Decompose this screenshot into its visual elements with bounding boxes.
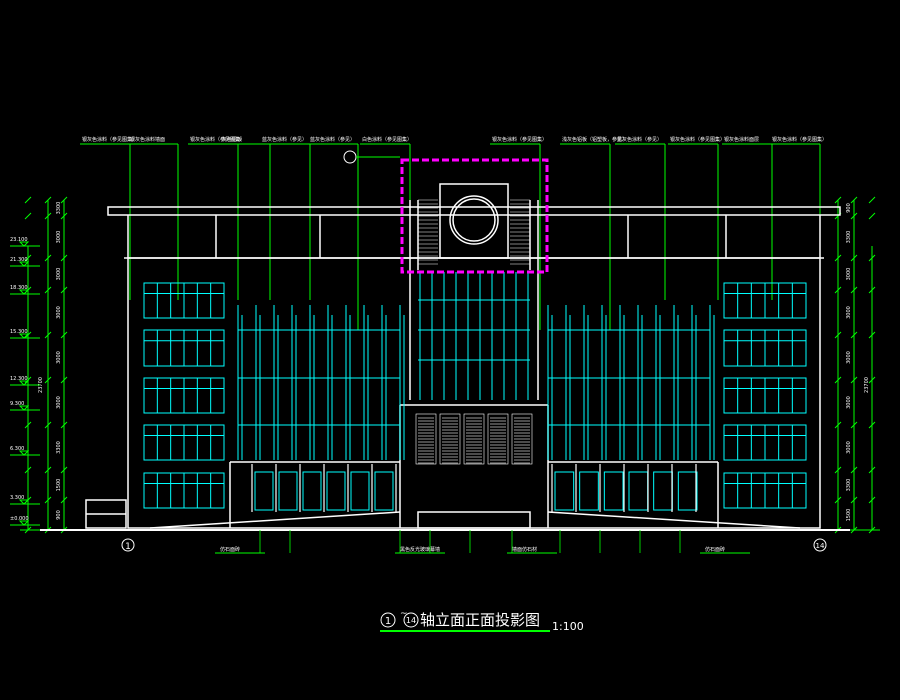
drawing-scale: 1:100 xyxy=(552,620,584,633)
axis-bubble-right: 14 xyxy=(813,538,827,552)
level-mark-4: 12.300 xyxy=(10,376,40,386)
callout-0: 银灰色涂料（参见图集） xyxy=(80,136,137,300)
dim-left-4: 3000 xyxy=(56,351,62,364)
callout-3: 灰色铝板 xyxy=(220,136,271,300)
level-mark-3: 15.300 xyxy=(10,329,40,339)
level-marks: 23.100 21.300 18.300 15.300 12.300 9.300 6.300… xyxy=(10,237,40,526)
callout-text-8: 浅灰色铝板（铝塑板，参见） xyxy=(562,136,627,143)
material-callouts: 银灰色涂料（参见图集）银灰色涂料墙面银灰色涂料（参见图集）灰色铝板蓝灰色涂料（参… xyxy=(80,136,827,330)
callout-text-0: 银灰色涂料（参见图集） xyxy=(82,136,137,143)
dim-left-2: 3000 xyxy=(56,268,62,281)
callout-text-5: 蓝灰色涂料（参见） xyxy=(310,136,355,143)
dim-total-right: 23700 xyxy=(864,377,870,393)
entrance-door-panels xyxy=(415,413,533,465)
dim-right-0: 900 xyxy=(846,203,852,213)
svg-text:~: ~ xyxy=(400,609,408,619)
dim-right-7: 3300 xyxy=(846,479,852,492)
level-text-1: 21.300 xyxy=(10,257,28,263)
callout-7: 银灰色涂料（参见图集） xyxy=(490,136,547,330)
section-symbol xyxy=(343,150,400,164)
level-text-4: 12.300 xyxy=(10,376,28,382)
level-mark-8: ±0.000 xyxy=(10,516,40,526)
callout-text-1: 银灰色涂料墙面 xyxy=(130,136,165,143)
level-mark-2: 18.300 xyxy=(10,285,40,295)
level-text-8: ±0.000 xyxy=(10,516,29,522)
drawing-title: 1 ~ 14 轴立面正面投影图 1:100 xyxy=(380,609,584,633)
title-axis-start: 1 xyxy=(385,616,391,627)
dim-right-6: 3000 xyxy=(846,441,852,454)
dim-right-4: 3000 xyxy=(846,351,852,364)
dim-right-8: 1500 xyxy=(846,509,852,522)
callout-4: 蓝灰色涂料（参见） xyxy=(260,136,311,300)
title-text: 轴立面正面投影图 xyxy=(420,611,540,629)
bottom-note-text-3: 仿石面砖 xyxy=(705,546,725,553)
callout-11: 银灰色涂料面层 xyxy=(722,136,773,300)
level-text-2: 18.300 xyxy=(10,285,28,291)
level-text-7: 3.300 xyxy=(10,495,24,501)
callout-6: 白色涂料（参见图集） xyxy=(360,136,412,330)
level-text-0: 23.100 xyxy=(10,237,28,243)
dim-right-5: 3000 xyxy=(846,396,852,409)
callout-9: 蓝灰色涂料（参见） xyxy=(615,136,666,300)
callout-text-7: 银灰色涂料（参见图集） xyxy=(492,136,547,143)
dim-right-1: 3300 xyxy=(846,231,852,244)
bottom-note-2: 墙面仿石材 xyxy=(507,546,557,554)
level-mark-6: 6.300 xyxy=(10,446,40,456)
dim-right-3: 3000 xyxy=(846,306,852,319)
dimension-texts: 3300 3000 3000 3000 3000 3000 3300 1500 900 900 33… xyxy=(38,202,870,522)
callout-text-4: 蓝灰色涂料（参见） xyxy=(262,136,307,143)
level-mark-1: 21.300 xyxy=(10,257,40,267)
callout-text-11: 银灰色涂料面层 xyxy=(724,136,759,143)
callout-10: 银灰色涂料（参见图集） xyxy=(668,136,725,300)
title-axis-end: 14 xyxy=(406,616,416,625)
level-text-6: 6.300 xyxy=(10,446,24,452)
dim-left-7: 1500 xyxy=(56,479,62,492)
podium-columns xyxy=(251,464,697,512)
level-mark-7: 3.300 xyxy=(10,495,40,505)
bottom-note-3: 仿石面砖 xyxy=(700,546,750,554)
level-text-5: 9.300 xyxy=(10,401,24,407)
dim-left-3: 3000 xyxy=(56,306,62,319)
dim-right-2: 3000 xyxy=(846,268,852,281)
level-text-3: 15.300 xyxy=(10,329,28,335)
callout-text-6: 白色涂料（参见图集） xyxy=(362,136,412,143)
dim-left-1: 3000 xyxy=(56,231,62,244)
callout-text-2: 银灰色涂料（参见图集） xyxy=(190,136,245,143)
callout-5: 蓝灰色涂料（参见） xyxy=(308,136,359,330)
curtain-wall-glazing xyxy=(143,272,807,511)
bottom-note-1: 黑色反光玻璃幕墙 xyxy=(395,546,445,554)
callout-text-10: 银灰色涂料（参见图集） xyxy=(670,136,725,143)
bottom-notes: 仿石面砖 黑色反光玻璃幕墙 墙面仿石材 仿石面砖 xyxy=(215,530,750,554)
callout-text-9: 蓝灰色涂料（参见） xyxy=(617,136,662,143)
highlight-frame xyxy=(400,158,549,274)
dim-left-6: 3300 xyxy=(56,441,62,454)
axis-label-left: 1 xyxy=(125,542,131,552)
callout-8: 浅灰色铝板（铝塑板，参见） xyxy=(560,136,627,330)
callout-text-3: 灰色铝板 xyxy=(222,136,242,143)
callout-12: 银灰色涂料（参见图集） xyxy=(770,136,827,300)
level-mark-0: 23.100 xyxy=(10,237,40,247)
axis-bubble-left: 1 xyxy=(121,538,135,552)
left-dimension-chain xyxy=(20,200,128,531)
bottom-note-text-1: 黑色反光玻璃幕墙 xyxy=(400,546,440,553)
bottom-note-0: 仿石面砖 xyxy=(215,546,265,554)
dim-left-8: 900 xyxy=(56,510,62,520)
tower-louvers xyxy=(418,199,530,265)
dim-left-0: 3300 xyxy=(56,202,62,215)
dim-total-left: 23700 xyxy=(38,377,44,393)
bottom-note-text-2: 墙面仿石材 xyxy=(512,546,537,553)
callout-text-12: 银灰色涂料（参见图集） xyxy=(772,136,827,143)
dimension-ticks xyxy=(24,196,876,534)
level-mark-5: 9.300 xyxy=(10,401,40,411)
bottom-note-text-0: 仿石面砖 xyxy=(220,546,240,553)
axis-label-right: 14 xyxy=(816,542,825,550)
building-outline xyxy=(40,183,850,531)
dim-left-5: 3000 xyxy=(56,396,62,409)
callout-1: 银灰色涂料墙面 xyxy=(128,136,179,300)
